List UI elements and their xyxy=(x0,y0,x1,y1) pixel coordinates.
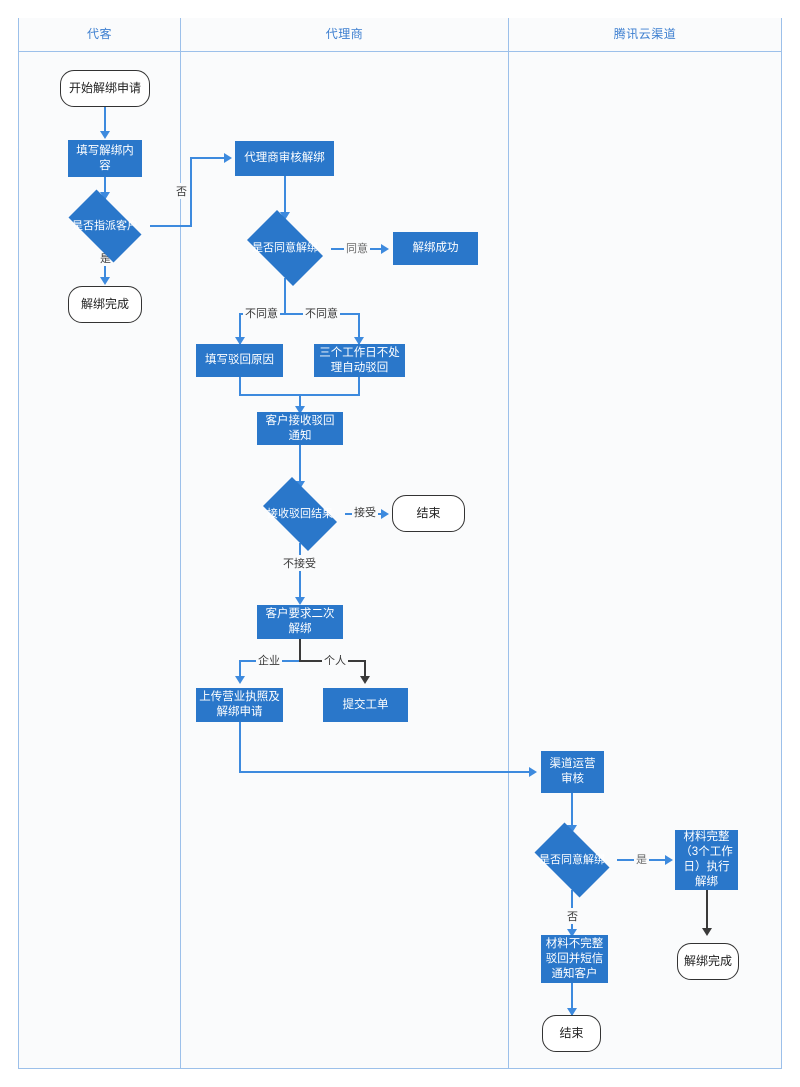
node-assign-customer-decision[interactable]: 是否指派客户 xyxy=(60,189,150,263)
lane-header-tencent: 腾讯云渠道 xyxy=(509,18,781,51)
arrow-agent-to-agree xyxy=(280,212,290,220)
edge-agree-no-right-v xyxy=(358,313,360,344)
node-agree-unbind-decision[interactable]: 是否同意解绑 xyxy=(239,210,331,286)
node-agent-review[interactable]: 代理商审核解绑 xyxy=(235,141,334,176)
edge-label-ops-no: 否 xyxy=(565,908,580,924)
edge-receive-to-result xyxy=(299,445,301,487)
edge-label-assign-no: 否 xyxy=(174,183,189,199)
edge-label-ops-yes: 是 xyxy=(634,851,649,867)
edge-materials-to-done xyxy=(706,890,708,934)
edge-label-accept: 接受 xyxy=(352,504,378,520)
node-materials-incomplete[interactable]: 材料不完整驳回并短信通知客户 xyxy=(541,935,608,983)
edge-incomplete-to-end xyxy=(571,983,573,1015)
edge-fill-to-assign xyxy=(104,177,106,199)
arrow-ops-yes xyxy=(665,855,673,865)
edge-label-disagree-left: 不同意 xyxy=(243,305,280,321)
edge-start-to-fill xyxy=(104,107,106,133)
lane-header-rule xyxy=(18,51,782,52)
arrow-assign-yes xyxy=(100,277,110,285)
swimlane-frame xyxy=(18,18,782,1069)
arrow-channel-to-decision xyxy=(567,825,577,833)
node-channel-ops-review[interactable]: 渠道运营审核 xyxy=(541,751,604,793)
edge-agree-no-v xyxy=(284,278,286,314)
edge-individual-v xyxy=(364,660,366,682)
node-materials-complete[interactable]: 材料完整（3个工作日）执行解绑 xyxy=(675,830,738,890)
arrow-not-accept xyxy=(295,597,305,605)
edge-agent-to-agree xyxy=(284,176,286,218)
edge-assign-yes xyxy=(104,254,106,282)
node-end-agent[interactable]: 结束 xyxy=(392,495,465,532)
node-unbind-done-customer[interactable]: 解绑完成 xyxy=(68,286,142,323)
edge-agree-no-left-v xyxy=(239,313,241,344)
edge-label-disagree-right: 不同意 xyxy=(303,305,340,321)
arrow-ops-no xyxy=(567,929,577,937)
arrow-agree-no-right xyxy=(354,337,364,345)
edge-second-split-v xyxy=(299,639,301,661)
node-agree-unbind-decision-2[interactable]: 是否同意解绑 xyxy=(527,822,617,898)
lane-divider-2 xyxy=(508,18,509,1069)
edge-not-accept xyxy=(299,543,301,603)
arrow-enterprise xyxy=(235,676,245,684)
arrow-agree-yes xyxy=(381,244,389,254)
edge-assign-no-v xyxy=(190,157,192,227)
edge-channel-to-decision xyxy=(571,793,573,831)
node-customer-second-unbind[interactable]: 客户要求二次解绑 xyxy=(257,605,343,639)
lane-header-agent: 代理商 xyxy=(181,18,508,51)
node-start-apply[interactable]: 开始解绑申请 xyxy=(60,70,150,107)
node-fill-unbind-content[interactable]: 填写解绑内容 xyxy=(68,140,142,177)
edge-assign-no-h1 xyxy=(150,225,192,227)
edge-reject-merge-v xyxy=(299,394,301,412)
arrow-accept xyxy=(381,509,389,519)
node-auto-reject-3days[interactable]: 三个工作日不处理自动驳回 xyxy=(314,344,405,377)
node-unbind-done-tencent[interactable]: 解绑完成 xyxy=(677,943,739,980)
node-end-tencent[interactable]: 结束 xyxy=(542,1015,601,1052)
node-unbind-success[interactable]: 解绑成功 xyxy=(393,232,478,265)
arrow-assign-no xyxy=(224,153,232,163)
edge-reject-left-down xyxy=(239,377,241,395)
arrow-incomplete-to-end xyxy=(567,1008,577,1016)
edge-assign-no-h2 xyxy=(190,157,226,159)
arrow-upload-to-channel xyxy=(529,767,537,777)
edge-reject-right-down xyxy=(358,377,360,395)
edge-label-enterprise: 企业 xyxy=(256,652,282,668)
node-receive-reject-result[interactable]: 接收驳回结果 xyxy=(255,477,345,551)
edge-label-agree-yes: 同意 xyxy=(344,240,370,256)
lane-divider-1 xyxy=(180,18,181,1069)
node-customer-receive-reject[interactable]: 客户接收驳回通知 xyxy=(257,412,343,445)
node-upload-license[interactable]: 上传营业执照及解绑申请 xyxy=(196,688,283,722)
arrow-individual xyxy=(360,676,370,684)
arrow-start-to-fill xyxy=(100,131,110,139)
edge-label-not-accept: 不接受 xyxy=(281,555,318,571)
arrow-reject-merge xyxy=(295,406,305,414)
arrow-fill-to-assign xyxy=(100,192,110,200)
edge-label-individual: 个人 xyxy=(322,652,348,668)
node-fill-reject-reason[interactable]: 填写驳回原因 xyxy=(196,344,283,377)
edge-upload-down xyxy=(239,722,241,773)
edge-enterprise-v xyxy=(239,660,241,682)
node-submit-ticket[interactable]: 提交工单 xyxy=(323,688,408,722)
edge-upload-to-channel xyxy=(239,771,531,773)
arrow-materials-to-done xyxy=(702,928,712,936)
edge-agree-no-h xyxy=(239,313,360,315)
lane-header-customer: 代客 xyxy=(19,18,180,51)
arrow-agree-no-left xyxy=(235,337,245,345)
